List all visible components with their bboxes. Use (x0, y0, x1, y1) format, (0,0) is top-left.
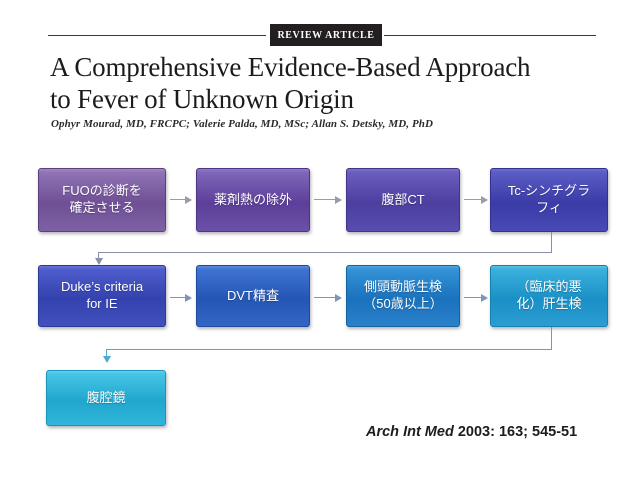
arrow-head-icon (335, 293, 342, 302)
flow-box-exclude-drug-fever[interactable]: 薬剤熱の除外 (196, 168, 310, 232)
arrow-drug-fever-to-abdominal-ct (314, 195, 342, 205)
connector-segment-horizontal (106, 349, 551, 351)
flow-box-confirm-fuo-diagnosis[interactable]: FUOの診断を 確定させる (38, 168, 166, 232)
masthead-rule-right (384, 35, 596, 36)
flow-box-text-line2: （50歳以上） (363, 296, 443, 311)
article-authors: Ophyr Mourad, MD, FRCPC; Valerie Palda, … (51, 118, 434, 130)
flow-box-text-line1: FUOの診断を (62, 183, 142, 199)
flow-box-text-line2: フィ (536, 200, 562, 215)
flow-box-liver-biopsy-on-clinical-deterioration[interactable]: （臨床的悪 化）肝生検 (490, 265, 608, 327)
connector-row2-to-row3 (102, 327, 552, 367)
flow-box-laparoscopy[interactable]: 腹腔鏡 (46, 370, 166, 426)
arrow-head-icon (185, 293, 192, 302)
connector-segment-horizontal (98, 252, 551, 254)
arrow-shaft (464, 297, 482, 299)
flow-box-duke-criteria-for-ie[interactable]: Duke’s criteria for IE (38, 265, 166, 327)
connector-segment-vertical-left (106, 349, 108, 358)
arrow-shaft (314, 297, 336, 299)
arrow-head-icon (185, 195, 192, 204)
arrow-head-icon (335, 195, 342, 204)
arrow-fuo-to-drug-fever (170, 195, 192, 205)
journal-masthead: REVIEW ARTICLE (48, 24, 596, 46)
flow-box-tc-scintigraphy[interactable]: Tc-シンチグラ フィ (490, 168, 608, 232)
flow-box-text-line1: Tc-シンチグラ (507, 183, 591, 199)
flow-box-text-line2: for IE (86, 296, 118, 311)
flow-box-temporal-artery-biopsy[interactable]: 側頭動脈生検 （50歳以上） (346, 265, 460, 327)
arrow-dvt-to-temporal-artery-biopsy (314, 293, 342, 303)
article-title: A Comprehensive Evidence-Based Approach … (50, 52, 610, 116)
arrow-head-icon (94, 258, 103, 265)
arrow-duke-to-dvt-workup (170, 293, 192, 303)
connector-segment-vertical-right (550, 232, 552, 253)
flow-box-text-line1: 腹部CT (381, 191, 425, 207)
citation-journal: Arch Int Med (366, 424, 454, 440)
flow-box-text-line1: DVT精査 (226, 287, 279, 303)
connector-segment-vertical-left (98, 252, 100, 260)
article-title-line2: to Fever of Unknown Origin (50, 83, 354, 114)
citation-details: 2003: 163; 545-51 (453, 424, 578, 440)
flow-box-text-line1: 側頭動脈生検 (363, 279, 442, 295)
flow-box-text-line2: 化）肝生検 (516, 296, 582, 311)
arrow-shaft (464, 199, 482, 201)
arrow-shaft (314, 199, 336, 201)
arrow-head-icon (481, 293, 488, 302)
flow-box-text-line1: 腹腔鏡 (86, 389, 126, 405)
connector-row1-to-row2 (94, 232, 552, 266)
flow-box-text-line1: Duke’s criteria (60, 279, 144, 295)
arrow-temporal-artery-biopsy-to-liver-biopsy (464, 293, 488, 303)
flow-box-abdominal-ct[interactable]: 腹部CT (346, 168, 460, 232)
flow-box-text-line2: 確定させる (69, 200, 135, 215)
review-article-badge: REVIEW ARTICLE (270, 24, 382, 46)
connector-segment-vertical-right (550, 327, 552, 350)
flow-box-dvt-workup[interactable]: DVT精査 (196, 265, 310, 327)
arrow-shaft (170, 199, 186, 201)
flow-box-text-line1: （臨床的悪 (516, 279, 582, 295)
masthead-rule-left (48, 35, 266, 36)
arrow-head-icon (481, 195, 488, 204)
citation: Arch Int Med 2003: 163; 545-51 (366, 424, 577, 440)
flow-box-text-line1: 薬剤熱の除外 (213, 191, 292, 207)
arrow-shaft (170, 297, 186, 299)
arrow-head-icon (102, 356, 111, 363)
article-title-line1: A Comprehensive Evidence-Based Approach (50, 52, 531, 82)
arrow-abdominal-ct-to-tc-scintigraphy (464, 195, 488, 205)
